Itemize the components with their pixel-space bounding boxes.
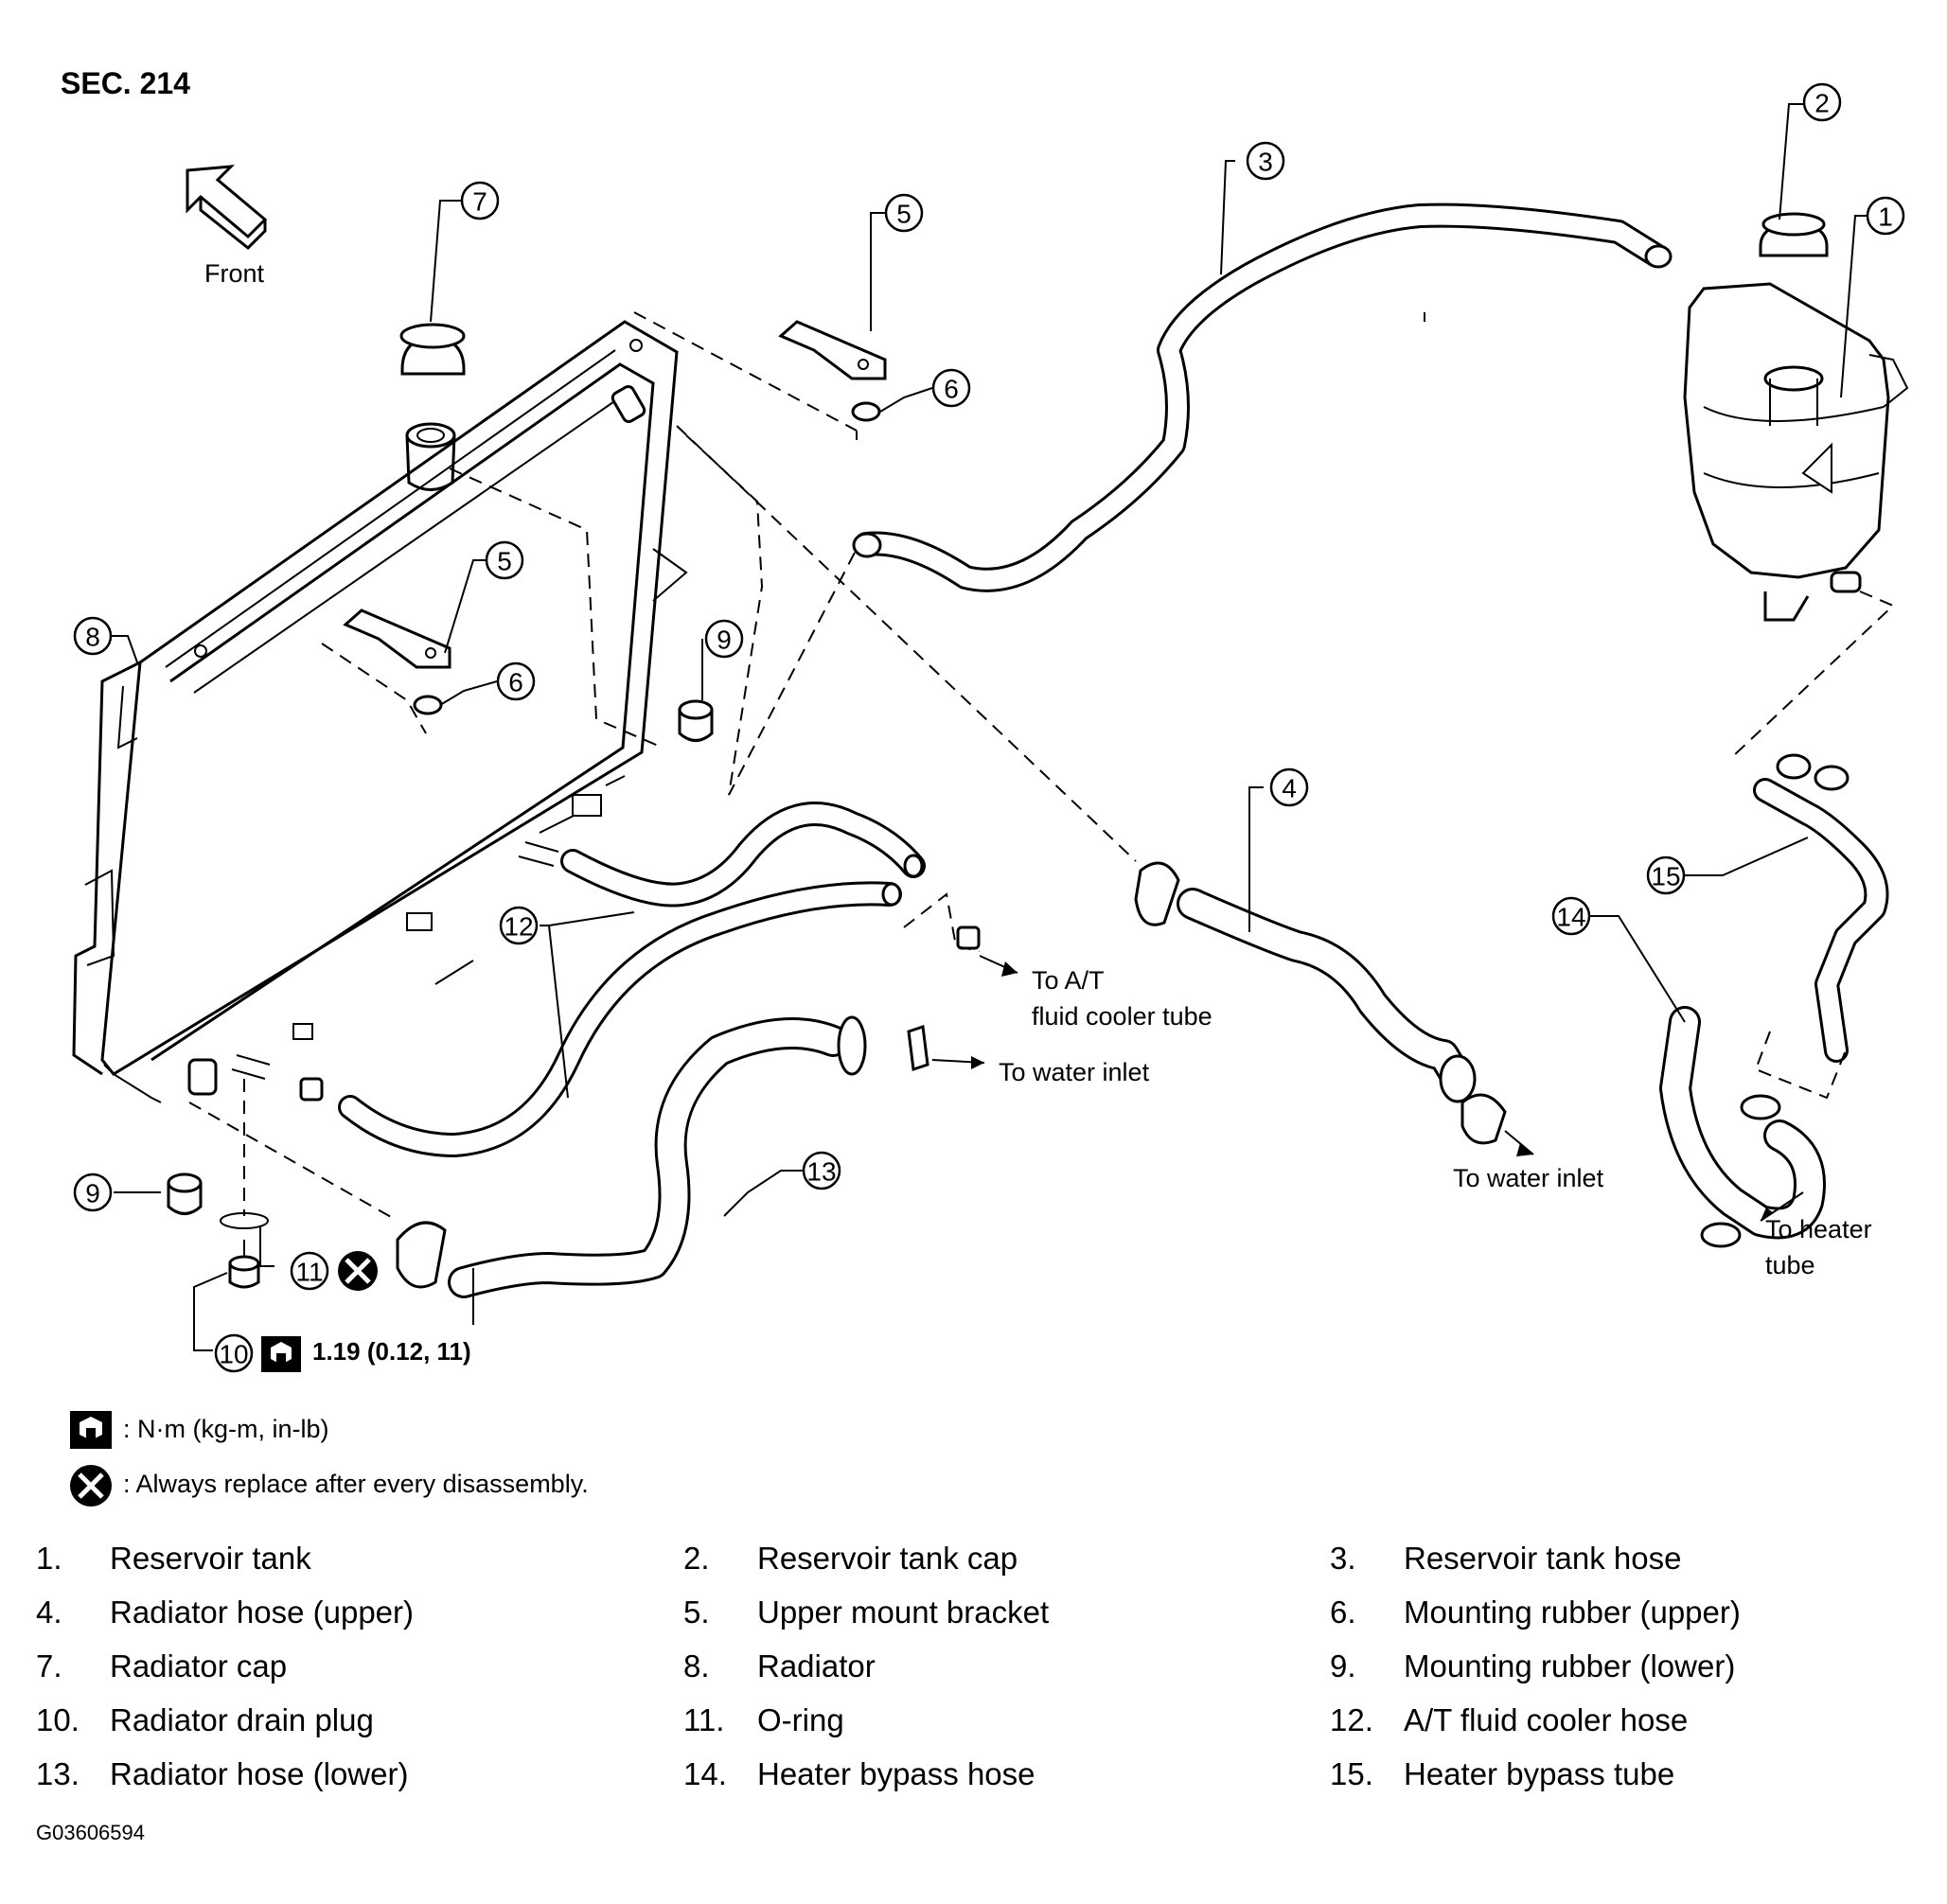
destination-at-line1: To A/T xyxy=(1032,966,1105,995)
svg-text:10: 10 xyxy=(219,1340,248,1369)
callout-3: 3 xyxy=(1246,141,1285,181)
callout-leader-lines xyxy=(112,103,1884,1351)
legend-torque-units: : N·m (kg-m, in-lb) xyxy=(123,1415,329,1443)
callout-11: 11 xyxy=(290,1251,329,1291)
parts-list-column-2: 2.Reservoir tank cap 5.Upper mount brack… xyxy=(683,1541,1049,1810)
destination-at-fluid-cooler: To A/T fluid cooler tube xyxy=(1032,962,1212,1034)
callout-2: 2 xyxy=(1802,82,1842,122)
parts-list-column-1: 1.Reservoir tank 4.Radiator hose (upper)… xyxy=(36,1541,414,1810)
reservoir-tank-drawing xyxy=(1683,212,1909,622)
destination-arrows xyxy=(931,955,1804,1222)
destination-heater-line1: To heater xyxy=(1765,1215,1872,1243)
callout-6-upper: 6 xyxy=(931,368,971,408)
radiator-drawing xyxy=(72,320,688,1103)
parts-list-item: 6.Mounting rubber (upper) xyxy=(1330,1595,1741,1630)
svg-text:1: 1 xyxy=(1878,203,1893,232)
parts-list-item: 11.O-ring xyxy=(683,1702,844,1737)
svg-text:12: 12 xyxy=(504,912,533,942)
callout-9-lower: 9 xyxy=(73,1172,113,1212)
callout-13: 13 xyxy=(802,1151,841,1190)
svg-text:8: 8 xyxy=(85,623,100,652)
destination-heater-line2: tube xyxy=(1765,1251,1815,1279)
destination-water-inlet-upper: To water inlet xyxy=(1453,1164,1604,1192)
callout-6-lower: 6 xyxy=(496,661,536,701)
svg-text:15: 15 xyxy=(1651,862,1680,891)
parts-list-item: 8.Radiator xyxy=(683,1648,876,1684)
heater-bypass-drawing xyxy=(1659,753,1889,1248)
x-circle-replace-icon xyxy=(70,1465,112,1507)
callout-15: 15 xyxy=(1646,855,1686,895)
callout-9-upper: 9 xyxy=(704,619,744,659)
callout-8: 8 xyxy=(73,616,113,656)
torque-value: 1.19 (0.12, 11) xyxy=(312,1337,471,1366)
callout-10: 10 xyxy=(214,1333,254,1373)
callout-12: 12 xyxy=(499,906,539,945)
parts-list-item: 12.A/T fluid cooler hose xyxy=(1330,1702,1689,1737)
callout-7: 7 xyxy=(460,181,500,220)
wrench-torque-icon xyxy=(70,1411,112,1449)
assembly-guide-lines xyxy=(188,311,1895,1222)
svg-text:11: 11 xyxy=(295,1258,323,1287)
radiator-hose-lower-drawing xyxy=(396,1015,929,1325)
parts-list-item: 13.Radiator hose (lower) xyxy=(36,1756,409,1791)
upper-mount-bracket-drawing xyxy=(343,320,887,715)
section-title: SEC. 214 xyxy=(61,66,190,100)
parts-list-item: 14.Heater bypass hose xyxy=(683,1756,1035,1791)
parts-list-item: 4.Radiator hose (upper) xyxy=(36,1595,415,1630)
callout-5-lower: 5 xyxy=(485,540,524,580)
parts-list-item: 9.Mounting rubber (lower) xyxy=(1330,1648,1736,1684)
mounting-rubber-lower-drawing xyxy=(167,699,714,1215)
svg-text:5: 5 xyxy=(497,547,512,576)
callout-14: 14 xyxy=(1551,896,1591,936)
svg-text:6: 6 xyxy=(508,668,523,697)
legend-replace-note: : Always replace after every disassembly… xyxy=(123,1470,589,1498)
radiator-hose-upper-drawing xyxy=(1134,861,1507,1145)
parts-list-item: 2.Reservoir tank cap xyxy=(683,1541,1018,1576)
svg-text:2: 2 xyxy=(1814,89,1830,118)
drain-plug-drawing xyxy=(220,1212,269,1289)
svg-text:14: 14 xyxy=(1556,903,1585,932)
parts-list-item: 7.Radiator cap xyxy=(36,1648,288,1684)
front-arrow-icon xyxy=(186,165,268,251)
at-fluid-cooler-hose-drawing xyxy=(299,802,981,1157)
front-label: Front xyxy=(204,259,265,288)
figure-id: G03606594 xyxy=(36,1821,145,1844)
parts-list-item: 3.Reservoir tank hose xyxy=(1330,1541,1682,1576)
svg-text:5: 5 xyxy=(896,200,912,229)
parts-list-item: 1.Reservoir tank xyxy=(36,1541,311,1576)
parts-list-item: 5.Upper mount bracket xyxy=(683,1595,1050,1630)
callout-4: 4 xyxy=(1269,767,1309,807)
reservoir-tank-hose-drawing xyxy=(852,203,1673,592)
svg-text:4: 4 xyxy=(1282,774,1297,803)
x-circle-replace-icon xyxy=(338,1251,378,1291)
radiator-cap-drawing xyxy=(399,323,466,376)
wrench-torque-icon xyxy=(261,1336,301,1372)
destination-heater-tube: To heater tube xyxy=(1765,1211,1872,1283)
destination-water-inlet-lower: To water inlet xyxy=(999,1058,1150,1086)
callout-5-upper: 5 xyxy=(884,193,924,233)
svg-text:13: 13 xyxy=(806,1157,836,1187)
svg-text:9: 9 xyxy=(717,626,732,655)
svg-text:3: 3 xyxy=(1258,148,1273,177)
svg-text:9: 9 xyxy=(85,1179,100,1208)
parts-list-column-3: 3.Reservoir tank hose 6.Mounting rubber … xyxy=(1330,1541,1741,1810)
svg-text:7: 7 xyxy=(472,187,487,217)
svg-text:6: 6 xyxy=(944,375,959,404)
parts-list-item: 15.Heater bypass tube xyxy=(1330,1756,1675,1791)
destination-at-line2: fluid cooler tube xyxy=(1032,1002,1212,1031)
callout-1: 1 xyxy=(1866,196,1905,236)
parts-list-item: 10.Radiator drain plug xyxy=(36,1702,374,1737)
